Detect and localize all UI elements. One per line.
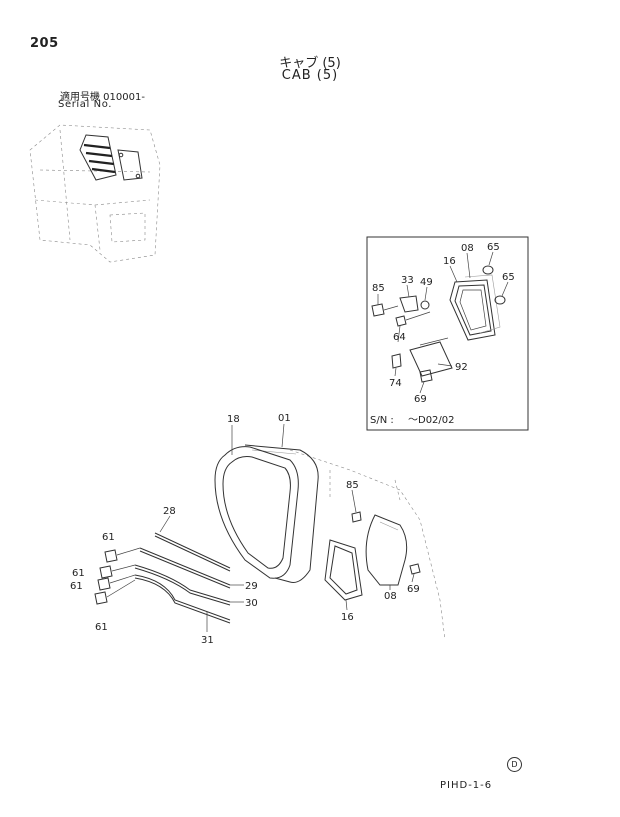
footer-code: PIHD-1-6 [440,780,493,791]
callout-61b: 61 [72,568,85,579]
callout-85: 85 [346,480,359,491]
callout-30: 30 [245,598,258,609]
callout-28: 28 [163,506,176,517]
callout-16: 16 [341,612,354,623]
page-number: 205 [30,36,59,51]
inset-callout-16: 16 [443,256,456,267]
serial-range-japanese: 適用号機 010001- [60,92,145,103]
callout-18: 18 [227,414,240,425]
inset-callout-65b: 65 [502,272,515,283]
callout-29: 29 [245,581,258,592]
corner-mark-icon: D [507,757,522,772]
callout-31: 31 [201,635,214,646]
inset-detail: 85 33 49 16 08 65 65 64 74 69 92 S/N : ～… [366,236,529,431]
callout-01: 01 [278,413,291,424]
serial-label: Serial No. [58,99,113,110]
inset-callout-08: 08 [461,243,474,254]
inset-sn-value: ～D02/02 [408,415,455,426]
callout-61c: 61 [70,581,83,592]
main-exploded-view: 18 01 85 28 61 61 61 61 29 30 31 16 08 6… [70,413,446,646]
page-title-japanese: キャブ (5) [279,56,341,71]
inset-callout-65a: 65 [487,242,500,253]
inset-callout-74: 74 [389,378,402,389]
callout-08: 08 [384,591,397,602]
inset-callout-69: 69 [414,394,427,405]
inset-callout-85: 85 [372,283,385,294]
callout-61a: 61 [102,532,115,543]
inset-callout-49: 49 [420,277,433,288]
page-title: CAB (5) [281,68,339,83]
bolt-61-group [94,547,141,605]
locator-sketch [29,124,161,263]
inset-sn-label: S/N : [370,415,394,426]
inset-callout-92: 92 [455,362,468,373]
inset-callout-33: 33 [401,275,414,286]
callout-69: 69 [407,584,420,595]
inset-callout-64: 64 [393,332,406,343]
callout-61d: 61 [95,622,108,633]
